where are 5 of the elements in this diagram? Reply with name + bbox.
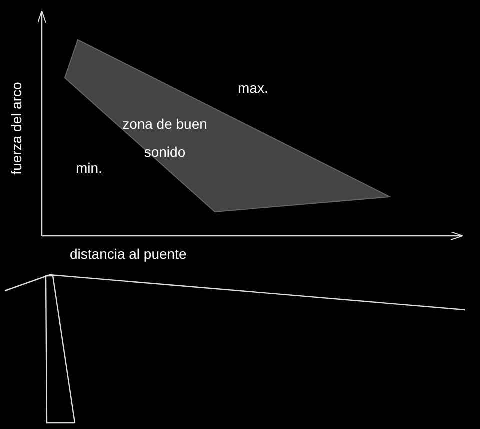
axis-title: distancia al puente — [70, 246, 187, 263]
axis-title: fuerza del arco — [8, 81, 26, 177]
region-label: min. — [76, 160, 102, 177]
zone-label: zona de buen sonido — [122, 115, 208, 162]
region-label: max. — [238, 80, 268, 97]
